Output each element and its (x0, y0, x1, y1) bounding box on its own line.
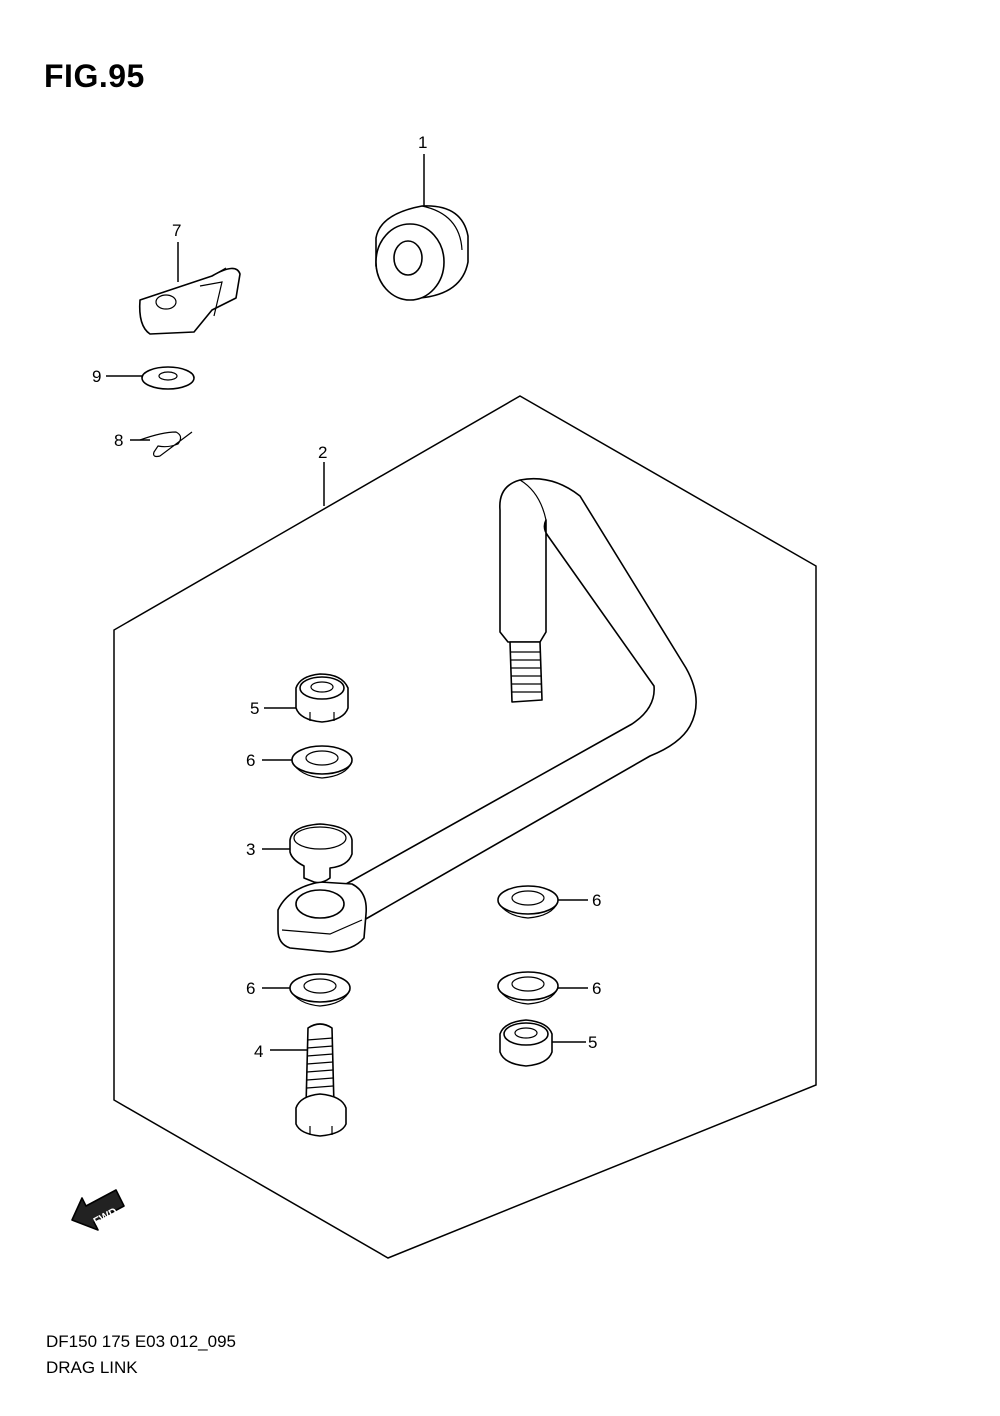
part-6-washer-upper[interactable] (291, 745, 353, 779)
part-6-washer-right-upper[interactable] (497, 885, 559, 919)
callout-2: 2 (318, 443, 327, 462)
part-9-washer[interactable] (141, 366, 195, 390)
callout-5-upper: 5 (250, 699, 259, 718)
callout-3: 3 (246, 840, 255, 859)
callout-6-upper: 6 (246, 751, 255, 770)
figure-name: DRAG LINK (46, 1358, 138, 1377)
callout-6-right-upper: 6 (592, 891, 601, 910)
figure-title: FIG.95 (44, 58, 145, 94)
callout-9: 9 (92, 367, 101, 386)
part-5-nut-upper[interactable] (295, 673, 349, 723)
fwd-arrow: FWD (71, 1189, 125, 1231)
part-6-washer-lower-left[interactable] (289, 973, 351, 1007)
part-6-washer-right-lower[interactable] (497, 971, 559, 1005)
callout-7: 7 (172, 221, 181, 240)
part-4-bolt[interactable] (295, 1023, 347, 1137)
callout-4: 4 (254, 1042, 263, 1061)
callout-5-lower: 5 (588, 1033, 597, 1052)
figure-code: DF150 175 E03 012_095 (46, 1332, 236, 1351)
part-7-rod-end[interactable] (138, 267, 241, 335)
callout-labels: 1 2 3 4 5 5 6 6 6 6 7 8 9 (92, 133, 601, 1061)
part-5-nut-lower[interactable] (499, 1019, 553, 1067)
part-1-bushing[interactable] (375, 205, 469, 301)
part-2-drag-link[interactable] (277, 477, 697, 953)
part-3-collar[interactable] (289, 823, 353, 884)
kit-outline (113, 395, 817, 1259)
callout-8: 8 (114, 431, 123, 450)
callout-1: 1 (418, 133, 427, 152)
leader-lines (106, 154, 588, 1051)
callout-6-right-lower: 6 (592, 979, 601, 998)
part-8-cotter-pin[interactable] (139, 431, 193, 458)
callout-6-lower-left: 6 (246, 979, 255, 998)
